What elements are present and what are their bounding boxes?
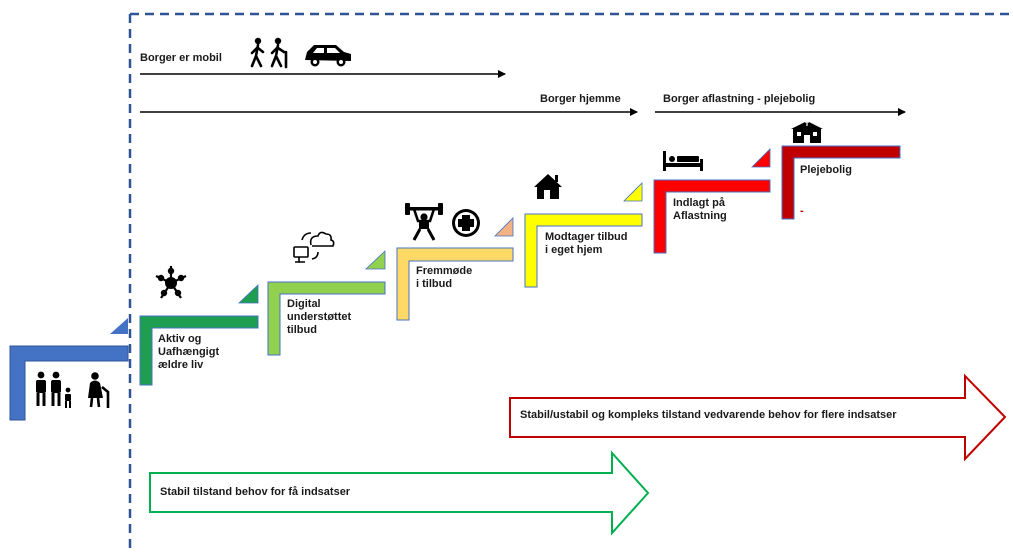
complex-state-label: Stabil/ustabil og kompleks tilstand vedv… <box>520 409 897 421</box>
base-step-triangle <box>110 318 128 334</box>
cloud-computer-icon <box>293 231 335 263</box>
plejebolig-dash: - <box>800 205 804 217</box>
weightlifter-icon <box>405 203 443 241</box>
medical-cross-icon <box>452 209 480 237</box>
complex-state-arrow <box>509 373 1007 462</box>
step-4-label: Modtager tilbud i eget hjem <box>545 231 628 256</box>
stable-state-arrow <box>149 450 650 536</box>
step-2-shape <box>267 281 386 356</box>
step-2-label: Digital understøttet tilbud <box>287 298 352 336</box>
step-4-shape <box>524 213 643 288</box>
relief-label: Borger aflastning - plejebolig <box>663 93 816 105</box>
step-6-shape <box>781 145 901 220</box>
mobile-label: Borger er mobil <box>140 52 222 64</box>
bed-icon <box>663 151 703 171</box>
walking-people-icon <box>250 37 288 69</box>
step-1-label: Aktiv og Uafhængigt ældre liv <box>158 333 220 371</box>
step-5-triangle <box>751 148 771 168</box>
nursing-home-icon <box>791 120 823 143</box>
step-4-triangle <box>623 182 643 202</box>
house-icon <box>534 174 562 199</box>
step-3-shape <box>396 247 514 321</box>
step-3-triangle <box>494 217 514 237</box>
home-label: Borger hjemme <box>540 93 621 105</box>
step-1-shape <box>139 315 259 386</box>
base-step <box>9 345 129 421</box>
step-1-triangle <box>237 284 259 304</box>
family-icon <box>36 371 110 408</box>
step-3-label: Fremmøde i tilbud <box>416 265 473 290</box>
stable-state-label: Stabil tilstand behov for få indsatser <box>160 486 351 498</box>
car-icon <box>305 45 351 67</box>
step-5-shape <box>653 179 771 254</box>
step-5-label: Indlagt på Aflastning <box>673 197 727 222</box>
network-people-icon <box>155 266 187 299</box>
step-2-triangle <box>364 250 386 270</box>
step-6-label: Plejebolig <box>800 164 852 176</box>
